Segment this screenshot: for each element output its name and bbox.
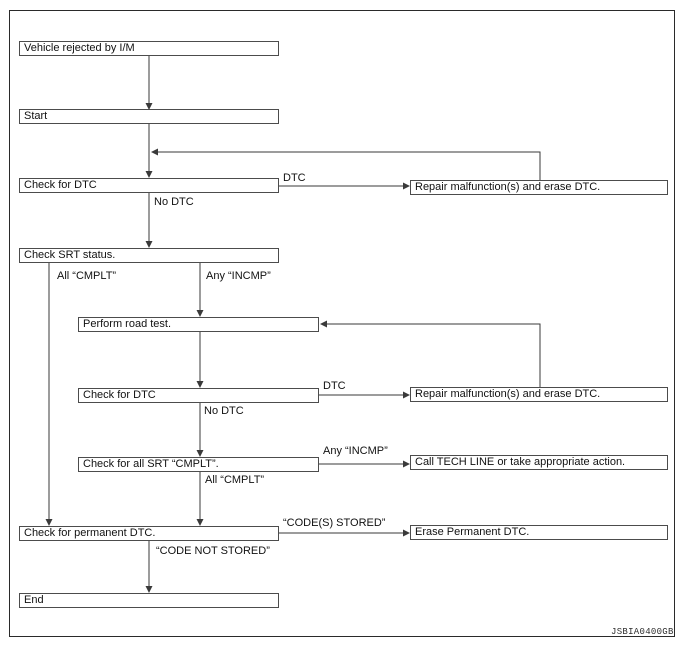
node-call-tech-line: Call TECH LINE or take appropriate actio…: [410, 455, 668, 470]
edge-label-dtc-2: DTC: [323, 380, 346, 392]
diagram-border: [9, 10, 675, 637]
edge-nodtc1-to-check-srt: [145, 193, 153, 248]
node-vehicle-rejected: Vehicle rejected by I/M: [19, 41, 279, 56]
edge-dtc1-to-repair1: [279, 182, 410, 190]
edge-label-code-not-stored: “CODE NOT STORED”: [156, 545, 270, 557]
edge-label-all-cmplt-1: All “CMPLT”: [57, 270, 117, 282]
edge-vehicle-to-start: [145, 56, 153, 110]
edge-repair1-feedback: [151, 148, 541, 181]
edge-all-cmplt2-to-permanent: [196, 472, 204, 526]
edge-label-any-incmp-1: Any “INCMP”: [206, 270, 271, 282]
edge-label-no-dtc-1: No DTC: [154, 196, 194, 208]
node-check-permanent-dtc: Check for permanent DTC.: [19, 526, 279, 541]
edge-any-incmp-to-road-test: [196, 263, 204, 317]
edge-start-to-check-dtc-1: [145, 124, 153, 178]
edge-label-any-incmp-2: Any “INCMP”: [323, 445, 388, 457]
edge-code-not-stored-to-end: [145, 541, 153, 593]
edge-incmp2-to-tech-line: [319, 460, 410, 468]
edge-all-cmplt-to-permanent: [45, 263, 53, 526]
edge-dtc2-to-repair2: [319, 391, 410, 399]
node-perform-road-test: Perform road test.: [78, 317, 319, 332]
edge-label-codes-stored: “CODE(S) STORED”: [283, 517, 386, 529]
node-repair-erase-dtc-1: Repair malfunction(s) and erase DTC.: [410, 180, 668, 195]
edge-repair2-feedback: [320, 320, 541, 387]
node-check-all-srt-cmplt: Check for all SRT “CMPLT”.: [78, 457, 319, 472]
edge-road-test-to-check-dtc-2: [196, 332, 204, 388]
figure-code: JSBIA0400GB: [611, 627, 674, 637]
edge-label-no-dtc-2: No DTC: [204, 405, 244, 417]
edge-codes-stored-to-erase: [279, 529, 410, 537]
node-start: Start: [19, 109, 279, 124]
node-end: End: [19, 593, 279, 608]
node-check-dtc-2: Check for DTC: [78, 388, 319, 403]
node-check-dtc-1: Check for DTC: [19, 178, 279, 193]
node-check-srt-status: Check SRT status.: [19, 248, 279, 263]
node-erase-permanent-dtc: Erase Permanent DTC.: [410, 525, 668, 540]
edge-label-dtc-1: DTC: [283, 172, 306, 184]
node-repair-erase-dtc-2: Repair malfunction(s) and erase DTC.: [410, 387, 668, 402]
edge-label-all-cmplt-2: All “CMPLT”: [205, 474, 265, 486]
edge-nodtc2-to-check-all-srt: [196, 403, 204, 457]
